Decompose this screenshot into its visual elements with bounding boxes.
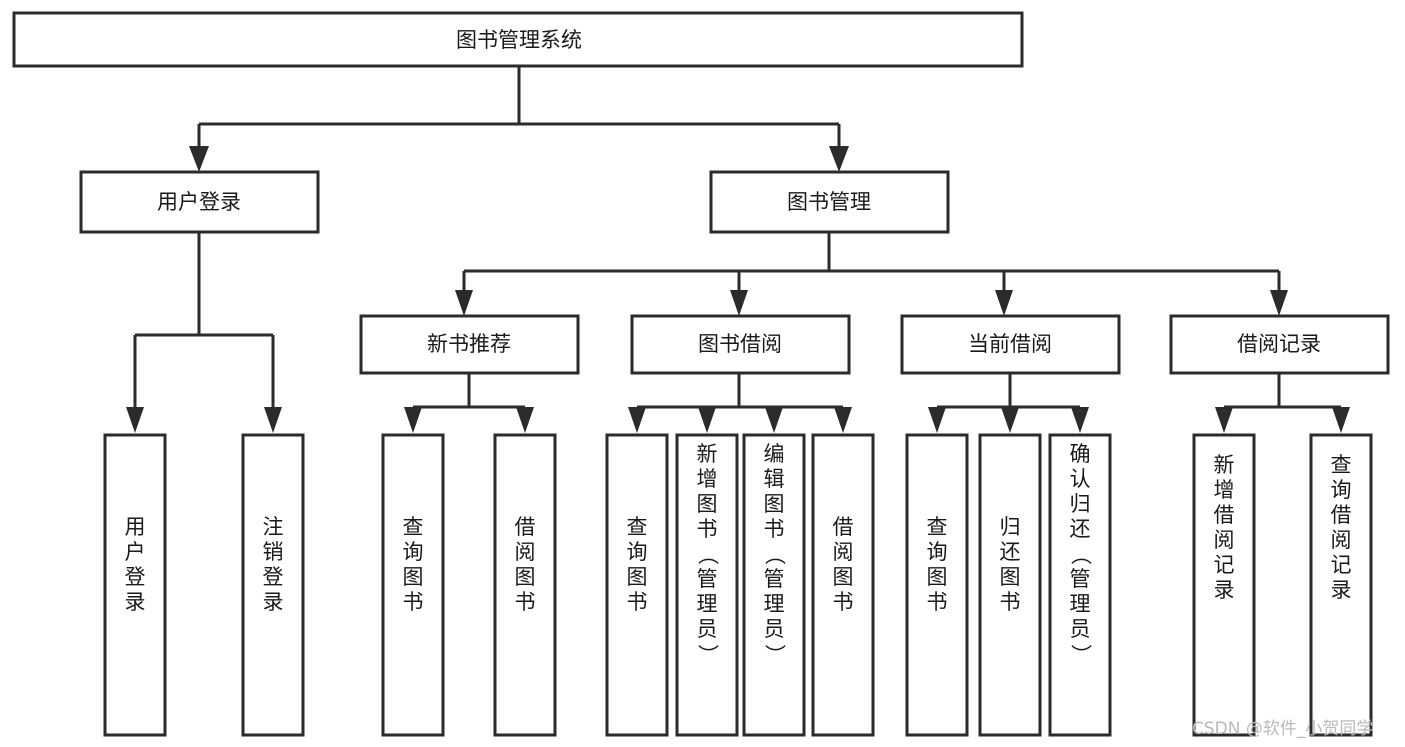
arrow-head-icon [765,407,783,433]
arrow-head-icon [404,407,422,433]
node-current-borrow-label: 当前借阅 [968,332,1052,356]
arrow-head-icon [834,407,852,433]
leaf-box-book-borrow-4[interactable] [811,433,875,737]
arrow-head-icon [126,407,144,433]
node-root-box[interactable] [12,11,1024,68]
connector-user-login-to-leaves [126,232,282,433]
node-book-manage-box[interactable] [709,170,950,234]
arrow-head-icon [1071,407,1089,433]
arrow-head-icon [1270,290,1288,316]
arrow-head-icon [264,407,282,433]
arrow-head-icon [455,290,473,316]
node-book-manage[interactable]: 图书管理 [709,170,950,234]
arrow-head-icon [516,407,534,433]
connector-book-manage-to-level3 [455,232,1288,316]
node-user-login-box[interactable] [79,170,320,234]
node-new-book-recommend[interactable]: 新书推荐 [359,314,580,375]
connector-new-book-to-leaves [404,373,534,433]
leaf-box-user-login-2[interactable] [241,433,305,737]
arrow-head-icon [829,146,849,172]
node-borrow-record-box[interactable] [1169,314,1390,375]
node-book-borrow[interactable]: 图书借阅 [630,314,851,375]
node-current-borrow-box[interactable] [900,314,1121,375]
leaf-box-user-login-1[interactable] [103,433,167,737]
leaf-box-borrow-record-2[interactable] [1309,433,1373,737]
node-book-manage-label: 图书管理 [787,190,871,214]
node-new-book-recommend-label: 新书推荐 [427,332,511,356]
leaf-box-current-borrow-3[interactable] [1048,433,1112,737]
arrow-head-icon [698,407,716,433]
node-borrow-record[interactable]: 借阅记录 [1169,314,1390,375]
arrow-head-icon [730,290,748,316]
node-user-login[interactable]: 用户登录 [79,170,320,234]
node-book-borrow-label: 图书借阅 [698,332,782,356]
connector-current-borrow-to-leaves [928,373,1089,433]
leaf-box-book-borrow-2[interactable] [675,433,739,737]
node-book-borrow-box[interactable] [630,314,851,375]
leaf-box-current-borrow-2[interactable] [978,433,1042,737]
node-user-login-label: 用户登录 [157,190,241,214]
leaf-box-new-book-1[interactable] [381,433,445,737]
arrow-head-icon [189,146,209,172]
connector-borrow-record-to-leaves [1215,373,1350,433]
leaf-box-book-borrow-3[interactable] [742,433,806,737]
arrow-head-icon [628,407,646,433]
arrow-head-icon [1001,407,1019,433]
arrow-head-icon [1215,407,1233,433]
arrow-head-icon [995,290,1013,316]
node-root[interactable]: 图书管理系统 [12,11,1024,68]
connector-root-to-level2 [189,66,849,172]
node-new-book-recommend-box[interactable] [359,314,580,375]
node-borrow-record-label: 借阅记录 [1237,332,1321,356]
arrow-head-icon [928,407,946,433]
leaf-box-new-book-2[interactable] [493,433,557,737]
leaf-box-current-borrow-1[interactable] [905,433,969,737]
leaf-box-book-borrow-1[interactable] [605,433,669,737]
leaf-box-borrow-record-1[interactable] [1192,433,1256,737]
arrow-head-icon [1332,407,1350,433]
csdn-watermark: CSDN @软件_小贺同学 [1192,719,1374,739]
connector-book-borrow-to-leaves [628,373,852,433]
node-current-borrow[interactable]: 当前借阅 [900,314,1121,375]
node-root-label: 图书管理系统 [456,28,582,52]
